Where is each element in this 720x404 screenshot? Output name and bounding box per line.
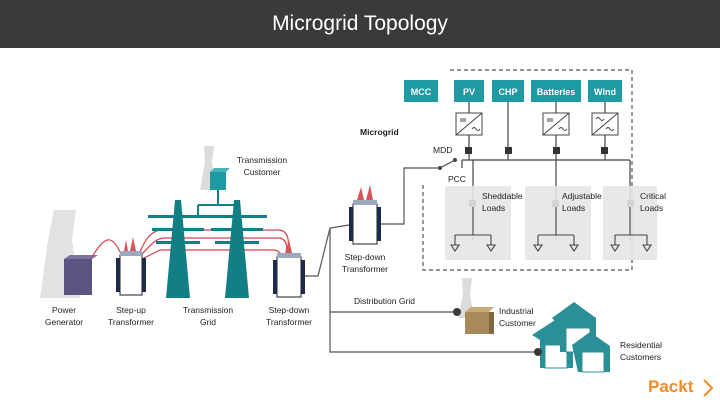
microgrid bbox=[404, 69, 657, 271]
adjustable-loads-label-2: Loads bbox=[562, 203, 585, 213]
transmission-grid-label-2: Grid bbox=[200, 317, 216, 327]
mcc-box bbox=[404, 80, 438, 102]
distribution-grid-label: Distribution Grid bbox=[354, 296, 415, 306]
source-label-wind: Wind bbox=[594, 87, 616, 97]
wind-box bbox=[588, 80, 622, 102]
critical-loads-label-2: Loads bbox=[640, 203, 663, 213]
microgrid-boundary bbox=[422, 69, 633, 271]
wind-inverter bbox=[591, 112, 619, 136]
transmission-grid-label-1: Transmission bbox=[183, 305, 233, 315]
stepdown-mid-label-1: Step-down bbox=[345, 252, 386, 262]
source-label-pv: PV bbox=[463, 87, 475, 97]
diagram-canvas: Power Generator Step-up Transformer Tran… bbox=[40, 69, 714, 397]
stepdown-left-label-2: Transformer bbox=[266, 317, 312, 327]
stepup-transformer-label-1: Step-up bbox=[116, 305, 146, 315]
sheddable-loads-panel bbox=[445, 186, 511, 260]
transmission-tower-left bbox=[148, 200, 208, 298]
stepdown-left-label-1: Step-down bbox=[269, 305, 310, 315]
mdd-switch-dot bbox=[453, 158, 457, 162]
pv-inverter bbox=[455, 112, 483, 136]
critical-loads-label-1: Critical bbox=[640, 191, 666, 201]
transmission-customer bbox=[197, 146, 239, 215]
title-bar: Microgrid Topology bbox=[0, 0, 720, 48]
pv-box bbox=[454, 80, 484, 102]
chp-box bbox=[492, 80, 524, 102]
residential-connection-dot bbox=[534, 348, 542, 356]
stepdown-transformer-mid bbox=[349, 185, 381, 245]
page-title: Microgrid Topology bbox=[272, 12, 448, 35]
batteries-box bbox=[531, 80, 581, 102]
stepup-transformer bbox=[116, 237, 146, 296]
power-generator-label-1: Power bbox=[52, 305, 76, 315]
packt-logo: Packt bbox=[648, 377, 714, 397]
microgrid-label: Microgrid bbox=[360, 127, 399, 137]
industrial-customer bbox=[453, 278, 494, 334]
source-label-mcc: MCC bbox=[411, 87, 432, 97]
industrial-connection-dot bbox=[453, 308, 461, 316]
residential-customers-label-2: Customers bbox=[620, 352, 661, 362]
source-label-batteries: Batteries bbox=[537, 87, 576, 97]
packt-logo-text: Packt bbox=[648, 377, 694, 396]
batteries-inverter bbox=[542, 112, 570, 136]
packt-logo-chevron bbox=[703, 379, 714, 397]
power-generator-label-2: Generator bbox=[45, 317, 83, 327]
stepdown-mid-label-2: Transformer bbox=[342, 264, 388, 274]
generator-block-top bbox=[64, 255, 98, 259]
adjustable-loads-label-1: Adjustable bbox=[562, 191, 602, 201]
residential-houses bbox=[532, 302, 610, 373]
pcc-label: PCC bbox=[448, 174, 466, 184]
industrial-customer-label-1: Industrial bbox=[499, 306, 534, 316]
mdd-label: MDD bbox=[433, 145, 452, 155]
generator-block bbox=[64, 259, 92, 295]
transmission-tower-right bbox=[207, 200, 267, 298]
distribution-lines bbox=[305, 167, 538, 353]
sheddable-loads-label-2: Loads bbox=[482, 203, 505, 213]
industrial-customer-label-2: Customer bbox=[499, 318, 536, 328]
sheddable-loads-label-1: Sheddable bbox=[482, 191, 523, 201]
residential-customers-label-1: Residential bbox=[620, 340, 662, 350]
pcc-switch-dot bbox=[438, 166, 442, 170]
power-generator bbox=[40, 210, 98, 298]
transmission-customer-label-2: Customer bbox=[244, 167, 281, 177]
transmission-customer-label-1: Transmission bbox=[237, 155, 287, 165]
stepup-transformer-label-2: Transformer bbox=[108, 317, 154, 327]
source-label-chp: CHP bbox=[498, 87, 517, 97]
stepdown-transformer-left bbox=[273, 240, 305, 298]
